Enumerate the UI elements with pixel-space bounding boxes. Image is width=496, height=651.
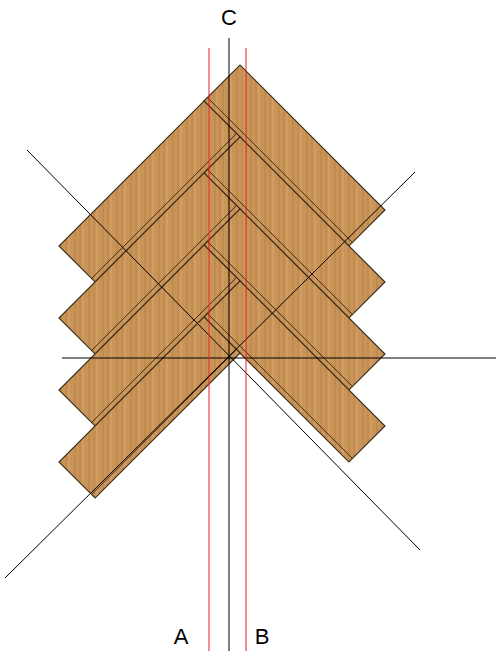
axis-label: A <box>174 626 189 648</box>
parquet-plank <box>59 317 240 498</box>
horizontal-line <box>62 358 496 359</box>
plank-groove <box>92 350 237 495</box>
guide-lines <box>5 38 496 651</box>
parquet-planks <box>59 65 385 498</box>
red-line <box>246 48 247 651</box>
axis-label: C <box>221 7 237 29</box>
axis-label: B <box>255 626 270 648</box>
center-line <box>229 38 230 651</box>
plank-body <box>59 317 240 498</box>
red-line <box>209 48 210 651</box>
diagonal-line <box>27 150 420 550</box>
diagonal-line <box>5 172 415 578</box>
plank-body <box>204 281 385 462</box>
parquet-plank <box>204 281 385 462</box>
